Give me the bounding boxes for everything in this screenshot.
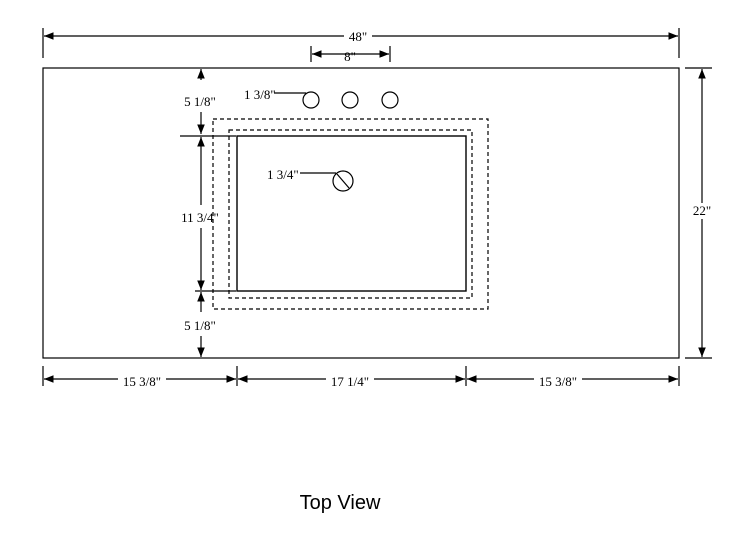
faucet-hole-callout: 1 3/8" xyxy=(244,87,306,102)
faucet-spacing-label: 8" xyxy=(344,49,356,64)
sink-inner-dashed-outline xyxy=(228,129,473,299)
overall-depth-label: 22" xyxy=(693,203,711,218)
right-offset-label: 15 3/8" xyxy=(539,374,577,389)
faucet-spacing-dimension: 8" xyxy=(310,46,391,64)
sink-bowl-outline xyxy=(236,135,467,292)
overall-width-label: 48" xyxy=(349,29,367,44)
drain-icon xyxy=(332,170,354,192)
sink-outer-dashed-outline xyxy=(212,118,489,310)
overall-depth-dimension: 22" xyxy=(685,67,716,359)
view-caption: Top View xyxy=(300,492,381,514)
faucet-hole-right xyxy=(381,91,399,109)
top-margin-dimension: 5 1/8" xyxy=(184,69,216,134)
bottom-margin-label: 5 1/8" xyxy=(184,318,216,333)
drain-diameter-label: 1 3/4" xyxy=(267,167,299,182)
faucet-hole-center xyxy=(341,91,359,109)
drain-callout: 1 3/4" xyxy=(267,167,336,182)
top-margin-label: 5 1/8" xyxy=(184,94,216,109)
sink-depth-label: 11 3/4" xyxy=(181,210,219,225)
faucet-hole-diameter-label: 1 3/8" xyxy=(244,87,276,102)
left-offset-label: 15 3/8" xyxy=(123,374,161,389)
bottom-margin-dimension: 5 1/8" xyxy=(184,292,216,357)
faucet-hole-left xyxy=(302,91,320,109)
sink-width-label: 17 1/4" xyxy=(331,374,369,389)
bottom-dimension-line: 15 3/8" 17 1/4" 15 3/8" xyxy=(42,366,680,389)
sink-depth-dimension: 11 3/4" xyxy=(180,135,236,292)
overall-width-dimension: 48" xyxy=(42,28,680,58)
countertop-outline xyxy=(42,67,680,359)
